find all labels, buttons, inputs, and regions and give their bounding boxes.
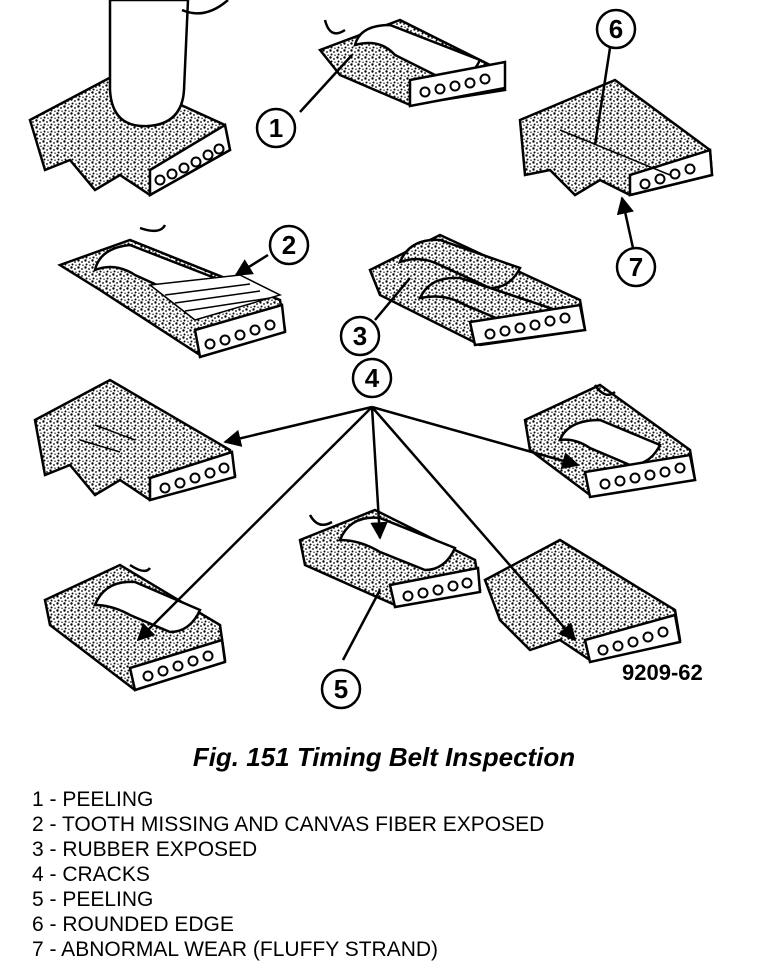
svg-text:7: 7	[629, 252, 643, 282]
legend-item: 3 - RUBBER EXPOSED	[32, 838, 258, 861]
callout-2: 2	[268, 224, 310, 266]
belt-section-cracks-bottom-left	[43, 563, 227, 692]
callout-3: 3	[339, 315, 381, 357]
belt-section-rubber-exposed	[368, 233, 587, 347]
legend-item: 6 - ROUNDED EDGE	[32, 913, 234, 936]
legend-item: 5 - PEELING	[32, 888, 154, 911]
callout-4: 4	[351, 357, 393, 399]
svg-text:4: 4	[365, 363, 380, 393]
belt-section-peeling-1	[317, 18, 507, 108]
callout-5: 5	[320, 668, 362, 710]
legend-item: 1 - PEELING	[32, 788, 154, 811]
svg-text:2: 2	[282, 230, 296, 260]
legend-item: 7 - ABNORMAL WEAR (FLUFFY STRAND)	[32, 938, 439, 961]
belt-section-thumb-press	[28, 0, 232, 198]
leader-lines	[136, 47, 635, 661]
belt-section-rounded-edge	[518, 78, 714, 197]
timing-belt-diagram: 1 2 3 4 5 6 7	[28, 0, 714, 710]
figure-caption: Fig. 151 Timing Belt Inspection	[192, 742, 576, 772]
legend-item: 2 - TOOTH MISSING AND CANVAS FIBER EXPOS…	[32, 813, 545, 836]
thumb	[108, 0, 190, 128]
callout-1: 1	[255, 107, 297, 149]
svg-text:3: 3	[353, 321, 367, 351]
belt-section-tooth-missing	[57, 224, 287, 359]
svg-text:1: 1	[269, 113, 283, 143]
svg-text:6: 6	[609, 14, 623, 44]
legend-list: 1 - PEELING 2 - TOOTH MISSING AND CANVAS…	[32, 787, 544, 962]
belt-section-cracks-right	[523, 383, 697, 499]
belt-section-cracks-left	[33, 378, 237, 502]
svg-text:5: 5	[334, 674, 348, 704]
belt-section-peeling-2	[298, 508, 482, 609]
callout-7: 7	[615, 246, 657, 288]
belt-section-cracks-bottom-right	[483, 538, 682, 664]
callout-6: 6	[595, 8, 637, 50]
figure-code: 9209-62	[622, 660, 703, 685]
legend-item: 4 - CRACKS	[32, 863, 150, 886]
